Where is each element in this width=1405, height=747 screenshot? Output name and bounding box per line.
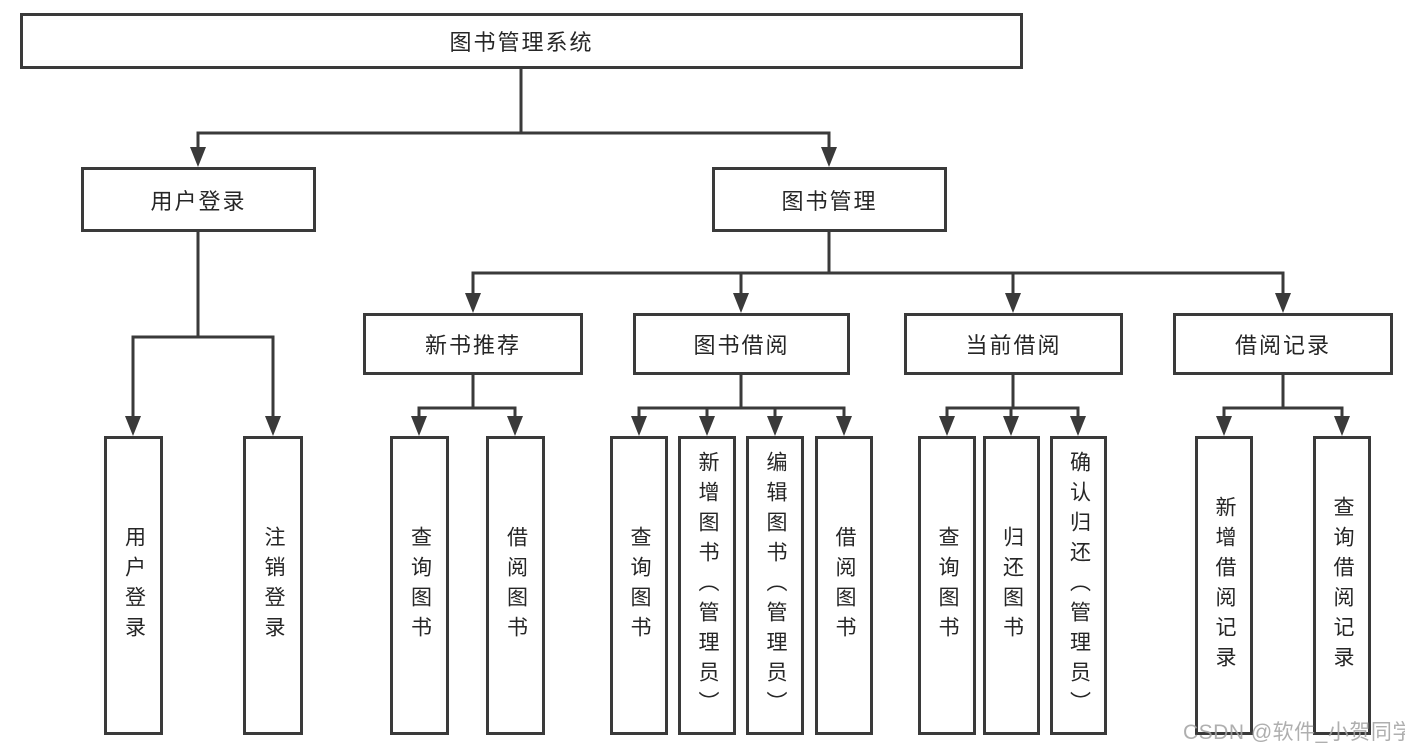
node-borrowing-records: 借阅记录 bbox=[1173, 313, 1393, 375]
node-label: 新书推荐 bbox=[424, 333, 521, 358]
node-label: 注销登录 bbox=[262, 525, 285, 646]
leaf-confirm-return-admin: 确认归还（管理员） bbox=[1050, 436, 1107, 735]
connector-user-login-children bbox=[125, 230, 281, 436]
arrowhead bbox=[733, 293, 749, 313]
leaf-query-books-current: 查询图书 bbox=[918, 436, 976, 735]
node-label: 图书管理系统 bbox=[449, 30, 594, 55]
connector-current-borrowing-children bbox=[939, 373, 1086, 436]
node-label: 新增借阅记录 bbox=[1213, 495, 1236, 676]
node-label: 用户登录 bbox=[122, 525, 146, 646]
node-label: 查询借阅记录 bbox=[1331, 495, 1354, 676]
arrowhead bbox=[465, 293, 481, 313]
node-label: 查询图书 bbox=[628, 525, 651, 646]
node-label: 查询图书 bbox=[936, 525, 959, 646]
node-label: 图书借阅 bbox=[693, 333, 790, 358]
leaf-edit-book-admin: 编辑图书（管理员） bbox=[746, 436, 804, 735]
leaf-add-book-admin: 新增图书（管理员） bbox=[678, 436, 736, 735]
node-user-login: 用户登录 bbox=[81, 167, 316, 232]
leaf-query-books-recommend: 查询图书 bbox=[390, 436, 449, 735]
connector-new-book-children bbox=[411, 373, 523, 436]
arrowhead bbox=[836, 416, 852, 436]
node-label: 当前借阅 bbox=[965, 333, 1062, 358]
arrowhead bbox=[507, 416, 523, 436]
arrowhead bbox=[699, 416, 715, 436]
arrowhead bbox=[821, 147, 837, 167]
node-label: 确认归还（管理员） bbox=[1067, 450, 1091, 721]
leaf-user-login: 用户登录 bbox=[104, 436, 163, 735]
leaf-add-borrow-record: 新增借阅记录 bbox=[1195, 436, 1253, 735]
node-label: 查询图书 bbox=[408, 525, 432, 646]
leaf-query-books-borrowing: 查询图书 bbox=[610, 436, 668, 735]
leaf-borrow-books: 借阅图书 bbox=[815, 436, 873, 735]
leaf-borrow-books-recommend: 借阅图书 bbox=[486, 436, 545, 735]
node-label: 借阅图书 bbox=[504, 525, 528, 646]
arrowhead bbox=[125, 416, 141, 436]
node-label: 用户登录 bbox=[150, 188, 247, 214]
arrowhead bbox=[1275, 293, 1291, 313]
arrowhead bbox=[1005, 293, 1021, 313]
node-current-borrowing: 当前借阅 bbox=[904, 313, 1123, 375]
node-label: 归还图书 bbox=[1000, 525, 1024, 646]
arrowhead bbox=[767, 416, 783, 436]
arrowhead bbox=[631, 416, 647, 436]
arrowhead bbox=[1003, 416, 1019, 436]
node-label: 借阅图书 bbox=[833, 525, 856, 646]
node-label: 图书管理 bbox=[781, 188, 878, 214]
node-book-borrowing: 图书借阅 bbox=[633, 313, 850, 375]
node-new-book-recommend: 新书推荐 bbox=[363, 313, 583, 375]
connector-root-to-level2 bbox=[190, 67, 837, 167]
node-label: 编辑图书（管理员） bbox=[764, 450, 787, 721]
leaf-return-books: 归还图书 bbox=[983, 436, 1040, 735]
arrowhead bbox=[1334, 416, 1350, 436]
arrowhead bbox=[1070, 416, 1086, 436]
node-label: 新增图书（管理员） bbox=[696, 450, 719, 721]
node-root-system: 图书管理系统 bbox=[20, 13, 1023, 69]
connector-borrowing-records-children bbox=[1216, 373, 1350, 436]
arrowhead bbox=[939, 416, 955, 436]
leaf-logout: 注销登录 bbox=[243, 436, 303, 735]
node-label: 借阅记录 bbox=[1234, 333, 1331, 358]
connector-book-borrowing-children bbox=[631, 373, 852, 436]
node-book-management: 图书管理 bbox=[712, 167, 947, 232]
arrowhead bbox=[265, 416, 281, 436]
csdn-watermark: CSDN @软件_小贺同学 bbox=[1183, 721, 1405, 744]
arrowhead bbox=[190, 147, 206, 167]
arrowhead bbox=[411, 416, 427, 436]
connector-book-management-children bbox=[465, 230, 1291, 313]
leaf-query-borrow-record: 查询借阅记录 bbox=[1313, 436, 1371, 735]
arrowhead bbox=[1216, 416, 1232, 436]
